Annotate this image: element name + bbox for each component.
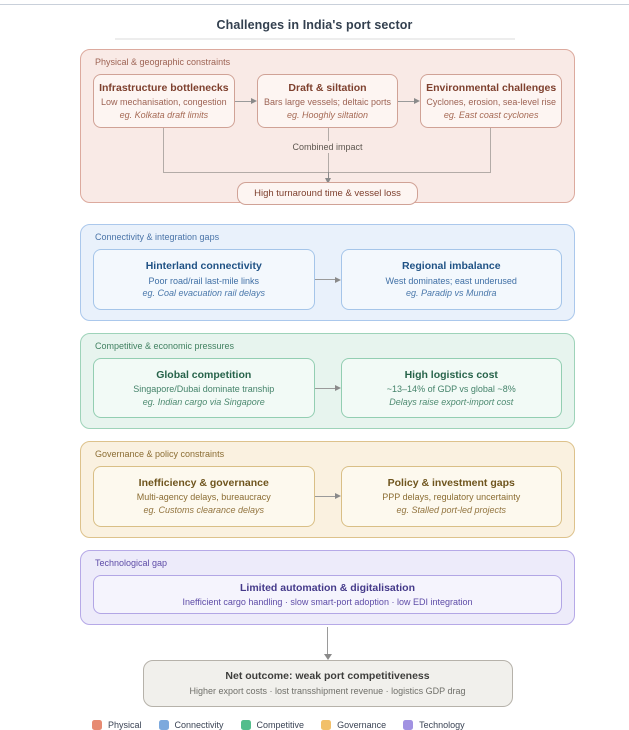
net-outcome-box: Net outcome: weak port competitiveness H… xyxy=(142,660,513,707)
node-environmental-challenges: Environmental challenges Cyclones, erosi… xyxy=(420,74,563,129)
node-subtitle: ~13–14% of GDP vs global ~8% xyxy=(386,384,516,395)
net-outcome-connector xyxy=(80,625,575,661)
section-physical: Physical & geographic constraints Infras… xyxy=(80,49,575,206)
connector-line xyxy=(163,128,164,173)
arrow-right-icon xyxy=(314,466,341,526)
node-subtitle: Bars large vessels; deltaic ports xyxy=(263,97,392,108)
section-connectivity-label: Connectivity & integration gaps xyxy=(95,232,220,243)
arrow-right-icon xyxy=(314,358,341,418)
governance-row: Inefficiency & governance Multi-agency d… xyxy=(93,466,562,527)
high-turnaround-outcome: High turnaround time & vessel loss xyxy=(237,182,418,206)
section-governance: Governance & policy constraints Ineffici… xyxy=(80,441,575,538)
section-connectivity: Connectivity & integration gaps Hinterla… xyxy=(80,224,575,321)
node-subtitle: Poor road/rail last-mile links xyxy=(148,275,260,286)
node-title: Infrastructure bottlenecks xyxy=(99,82,229,94)
connector-line xyxy=(163,172,491,174)
node-draft-siltation: Draft & siltation Bars large vessels; de… xyxy=(256,74,399,129)
node-subtitle: Singapore/Dubai dominate tranship xyxy=(133,384,275,395)
competitive-row: Global competition Singapore/Dubai domin… xyxy=(93,357,562,419)
node-policy-investment-gaps: Policy & investment gaps PPP delays, reg… xyxy=(340,466,562,527)
node-example: eg. East coast cyclones xyxy=(443,109,539,120)
connector-line xyxy=(327,627,328,655)
section-competitive-label: Competitive & economic pressures xyxy=(95,340,235,351)
combined-impact-connector: Combined impact xyxy=(93,128,562,185)
node-title: Inefficiency & governance xyxy=(138,477,269,490)
node-title: Regional imbalance xyxy=(401,260,501,273)
connectivity-row: Hinterland connectivity Poor road/rail l… xyxy=(93,249,562,310)
section-physical-label: Physical & geographic constraints xyxy=(95,57,231,67)
arrow-down-icon xyxy=(323,654,332,661)
node-example: eg. Customs clearance delays xyxy=(143,505,265,516)
node-example: eg. Coal evacuation rail delays xyxy=(142,288,266,299)
arrow-right-icon xyxy=(234,74,257,128)
connector-line xyxy=(327,172,329,180)
arrow-down-icon xyxy=(324,178,331,185)
section-governance-label: Governance & policy constraints xyxy=(95,449,225,460)
diagram: Physical & geographic constraints Infras… xyxy=(80,49,575,730)
section-competitive: Competitive & economic pressures Global … xyxy=(80,332,575,430)
section-technology: Technological gap Limited automation & d… xyxy=(80,549,575,626)
technology-row: Limited automation & digitalisation Inef… xyxy=(93,574,562,615)
node-example: eg. Hooghly siltation xyxy=(286,109,369,120)
node-high-logistics-cost: High logistics cost ~13–14% of GDP vs gl… xyxy=(340,357,562,419)
combined-impact-label: Combined impact xyxy=(284,141,371,154)
window-top-border xyxy=(0,4,629,5)
arrow-right-icon xyxy=(314,249,341,309)
connector-line xyxy=(490,128,491,173)
node-inefficiency-governance: Inefficiency & governance Multi-agency d… xyxy=(93,466,315,527)
node-title: Policy & investment gaps xyxy=(387,477,515,490)
node-subtitle: Cyclones, erosion, sea-level rise xyxy=(426,97,556,108)
node-subtitle: Inefficient cargo handling · slow smart-… xyxy=(182,596,473,607)
node-subtitle: West dominates; east underused xyxy=(385,275,517,286)
node-title: Environmental challenges xyxy=(426,82,557,94)
node-title: Limited automation & digitalisation xyxy=(239,581,415,594)
net-outcome-title: Net outcome: weak port competitiveness xyxy=(225,670,430,683)
node-example: Delays raise export-import cost xyxy=(389,396,514,407)
node-subtitle: Multi-agency delays, bureaucracy xyxy=(136,492,271,503)
section-technology-label: Technological gap xyxy=(95,557,168,568)
node-hinterland-connectivity: Hinterland connectivity Poor road/rail l… xyxy=(93,249,315,310)
node-infrastructure-bottlenecks: Infrastructure bottlenecks Low mechanisa… xyxy=(93,74,235,129)
node-example: eg. Indian cargo via Singapore xyxy=(142,396,265,407)
node-title: Global competition xyxy=(156,368,252,381)
node-title: Hinterland connectivity xyxy=(145,260,262,273)
physical-row: Infrastructure bottlenecks Low mechanisa… xyxy=(93,74,563,129)
arrow-right-icon xyxy=(398,74,421,128)
node-subtitle: Low mechanisation, congestion xyxy=(101,97,227,108)
node-example: eg. Stalled port-led projects xyxy=(396,505,507,516)
node-title: High logistics cost xyxy=(404,368,498,381)
title-underline xyxy=(114,38,515,40)
node-example: eg. Paradip vs Mundra xyxy=(405,288,497,299)
node-subtitle: PPP delays, regulatory uncertainty xyxy=(382,492,521,503)
node-global-competition: Global competition Singapore/Dubai domin… xyxy=(93,357,315,419)
node-example: eg. Kolkata draft limits xyxy=(119,109,209,120)
net-outcome-subtitle: Higher export costs · lost transshipment… xyxy=(189,686,466,697)
page-title: Challenges in India's port sector xyxy=(216,18,413,32)
node-limited-automation: Limited automation & digitalisation Inef… xyxy=(93,574,562,615)
node-title: Draft & siltation xyxy=(288,82,367,94)
node-regional-imbalance: Regional imbalance West dominates; east … xyxy=(340,249,562,310)
